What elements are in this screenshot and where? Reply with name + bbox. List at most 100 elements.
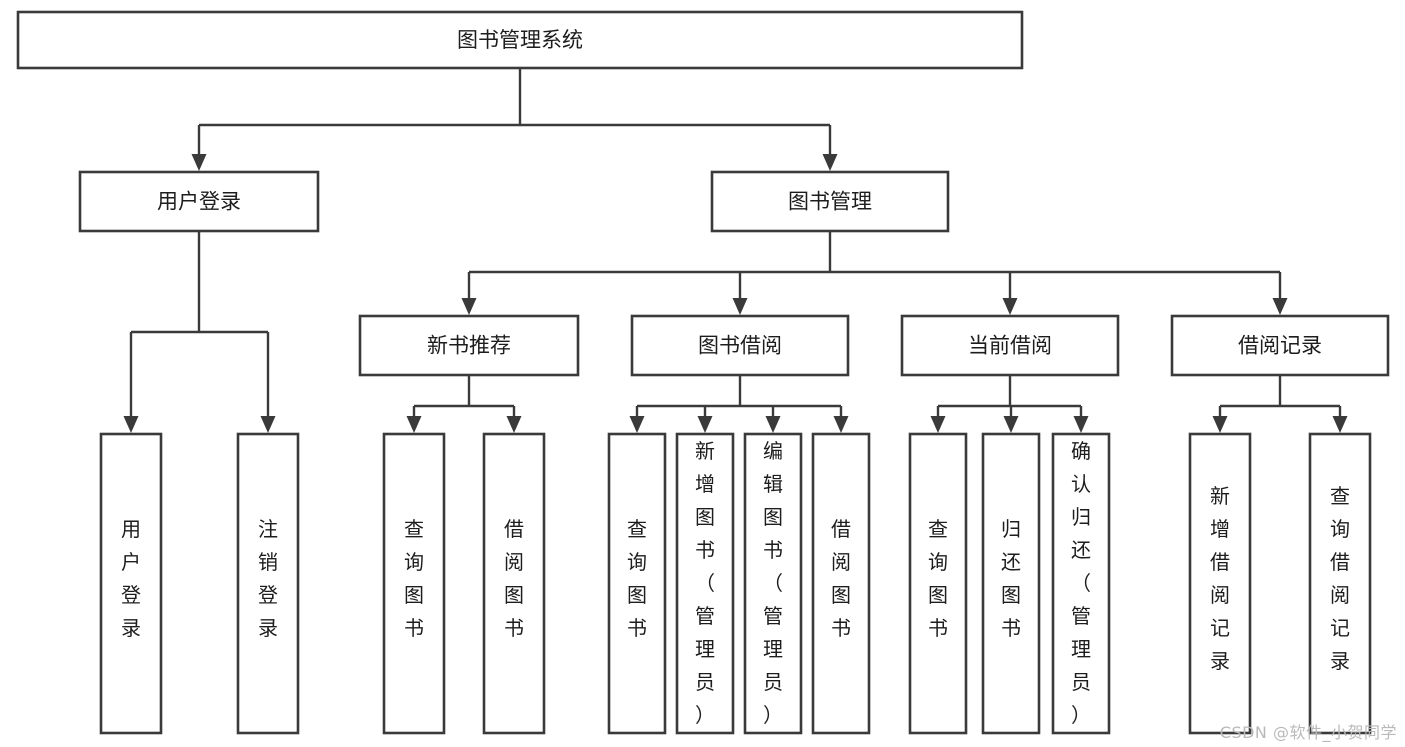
node-box[interactable] [99, 432, 163, 735]
node-label-char: 借 [1330, 550, 1350, 574]
node-label-char: 登 [121, 583, 141, 607]
node-label-char: 图 [695, 505, 715, 529]
node-box[interactable] [630, 314, 850, 377]
node-box[interactable] [675, 432, 735, 735]
arrow-head-icon [1272, 298, 1288, 315]
node-label-char: 查 [404, 517, 424, 541]
node-box[interactable] [1188, 432, 1252, 735]
node-box[interactable] [16, 10, 1024, 70]
node-label-char: 增 [695, 472, 715, 496]
node-label-char: 图 [928, 583, 948, 607]
arrow-head-icon [406, 416, 422, 433]
node-leaf-leaf-borrow-book-rec[interactable]: 借阅图书借阅图书 [482, 432, 546, 735]
node-label-char: ） [1071, 703, 1091, 727]
node-label-char: 认 [1071, 472, 1091, 496]
node-label-char: 阅 [1210, 583, 1230, 607]
node-box[interactable] [358, 314, 580, 377]
node-level3-book-borrow[interactable]: 图书借阅 [630, 314, 850, 377]
node-box[interactable] [1170, 314, 1390, 377]
node-box[interactable] [811, 432, 871, 735]
node-label-char: 员 [695, 670, 715, 694]
node-label-char: 图 [504, 583, 524, 607]
node-label-char: 记 [1330, 616, 1350, 640]
node-label-char: 新 [695, 439, 715, 463]
arrow-head-icon [461, 298, 477, 315]
node-leaf-leaf-logout[interactable]: 注销登录注销登录 [236, 432, 300, 735]
node-level3-new-book-rec[interactable]: 新书推荐 [358, 314, 580, 377]
node-leaf-leaf-query-book-cur[interactable]: 查询图书查询图书 [908, 432, 968, 735]
node-label-char: 归 [1001, 517, 1021, 541]
node-label-char: 询 [404, 550, 424, 574]
edge-group [1212, 375, 1348, 433]
node-label-char: ） [763, 703, 783, 727]
node-label-char: 户 [121, 550, 141, 574]
node-label-char: 书 [404, 616, 424, 640]
node-label-char: 录 [258, 616, 278, 640]
node-box[interactable] [382, 432, 446, 735]
arrow-head-icon [1332, 416, 1348, 433]
node-box[interactable] [236, 432, 300, 735]
node-box[interactable] [900, 314, 1120, 377]
node-label-char: 理 [763, 637, 783, 661]
node-label-char: 书 [831, 616, 851, 640]
node-leaf-leaf-query-record[interactable]: 查询借阅记录查询借阅记录 [1308, 432, 1372, 735]
node-label-char: ） [695, 703, 715, 727]
node-label-char: 阅 [831, 550, 851, 574]
node-label-char: 新 [1210, 484, 1230, 508]
edge-group [191, 68, 838, 171]
node-layer: 图书管理系统用户登录图书管理新书推荐图书借阅当前借阅借阅记录用户登录用户登录注销… [16, 10, 1390, 735]
edge-group [406, 375, 522, 433]
node-label-char: 注 [258, 517, 278, 541]
arrow-head-icon [1073, 416, 1089, 433]
arrow-head-icon [1212, 416, 1228, 433]
node-label-char: 询 [928, 550, 948, 574]
node-leaf-leaf-borrow-book[interactable]: 借阅图书借阅图书 [811, 432, 871, 735]
node-box[interactable] [908, 432, 968, 735]
node-box[interactable] [78, 170, 320, 233]
node-label: 借阅记录 [1238, 334, 1322, 358]
node-level2-user-login[interactable]: 用户登录 [78, 170, 320, 233]
node-label-char: （ [763, 571, 783, 595]
arrow-head-icon [191, 154, 207, 171]
node-label-char: 借 [831, 517, 851, 541]
node-label-char: 理 [1071, 637, 1091, 661]
node-box[interactable] [981, 432, 1041, 735]
edge-group [930, 375, 1089, 433]
node-root[interactable]: 图书管理系统 [16, 10, 1024, 70]
node-level3-borrow-record[interactable]: 借阅记录 [1170, 314, 1390, 377]
node-box[interactable] [482, 432, 546, 735]
node-label-char: 归 [1071, 505, 1091, 529]
watermark-text: CSDN @软件_小贺同学 [1219, 723, 1397, 742]
node-label-char: 询 [1330, 517, 1350, 541]
node-box[interactable] [710, 170, 950, 233]
node-leaf-leaf-query-book-borrow[interactable]: 查询图书查询图书 [607, 432, 667, 735]
node-label-char: 借 [1210, 550, 1230, 574]
node-label-char: 书 [763, 538, 783, 562]
node-leaf-leaf-return-book[interactable]: 归还图书归还图书 [981, 432, 1041, 735]
node-label: 图书管理 [788, 190, 872, 214]
node-label-char: 图 [1001, 583, 1021, 607]
node-box[interactable] [743, 432, 803, 735]
arrow-head-icon [123, 416, 139, 433]
node-label-char: 记 [1210, 616, 1230, 640]
node-leaf-leaf-user-login[interactable]: 用户登录用户登录 [99, 432, 163, 735]
node-label-char: 理 [695, 637, 715, 661]
node-label-char: 管 [763, 604, 783, 628]
node-label: 当前借阅 [968, 334, 1052, 358]
connector-layer [123, 68, 1348, 433]
node-level3-current-borrow[interactable]: 当前借阅 [900, 314, 1120, 377]
node-box[interactable] [1308, 432, 1372, 735]
node-level2-book-manage[interactable]: 图书管理 [710, 170, 950, 233]
node-label-char: 图 [763, 505, 783, 529]
node-box[interactable] [607, 432, 667, 735]
node-leaf-leaf-query-book-rec[interactable]: 查询图书查询图书 [382, 432, 446, 735]
edge-group [123, 231, 276, 433]
arrow-head-icon [697, 416, 713, 433]
node-label-char: 登 [258, 583, 278, 607]
node-leaf-leaf-add-record[interactable]: 新增借阅记录新增借阅记录 [1188, 432, 1252, 735]
node-box[interactable] [1051, 432, 1111, 735]
node-label-char: 查 [627, 517, 647, 541]
